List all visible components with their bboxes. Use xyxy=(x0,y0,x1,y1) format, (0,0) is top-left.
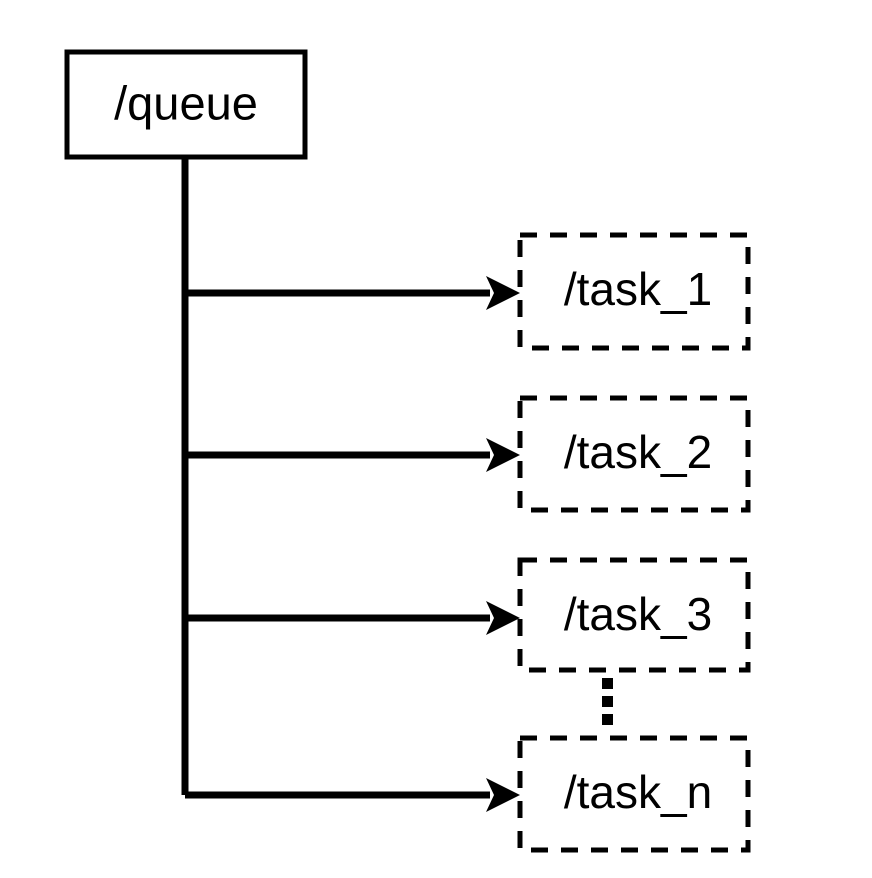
ellipsis-dot-2 xyxy=(602,696,613,707)
node-task-3-label: /task_3 xyxy=(564,588,712,640)
node-task-1-label: /task_1 xyxy=(564,263,712,315)
vertical-ellipsis-icon xyxy=(602,678,613,725)
arrow-head-2 xyxy=(486,438,520,472)
node-task-2-label: /task_2 xyxy=(564,426,712,478)
node-task-1[interactable]: /task_1 xyxy=(517,232,751,351)
ellipsis-dot-3 xyxy=(602,714,613,725)
node-task-1-box[interactable] xyxy=(517,232,751,351)
connector-queue-to-task-2 xyxy=(185,438,520,472)
node-task-3-box[interactable] xyxy=(517,557,751,673)
connector-queue-to-task-n xyxy=(185,778,520,812)
connector-queue-to-task-3 xyxy=(185,601,520,635)
arrow-head-n xyxy=(486,778,520,812)
node-task-n-label: /task_n xyxy=(564,766,712,818)
arrow-head-1 xyxy=(486,276,520,310)
connector-queue-to-task-1 xyxy=(185,276,520,310)
node-queue-label: /queue xyxy=(114,76,258,129)
node-queue[interactable]: /queue xyxy=(64,49,308,160)
ellipsis-dot-1 xyxy=(602,678,613,689)
node-task-n-box[interactable] xyxy=(517,735,751,853)
node-task-2[interactable]: /task_2 xyxy=(517,395,751,513)
node-task-n[interactable]: /task_n xyxy=(517,735,751,853)
node-task-3[interactable]: /task_3 xyxy=(517,557,751,673)
arrow-head-3 xyxy=(486,601,520,635)
node-task-2-box[interactable] xyxy=(517,395,751,513)
node-queue-box[interactable] xyxy=(64,49,308,160)
